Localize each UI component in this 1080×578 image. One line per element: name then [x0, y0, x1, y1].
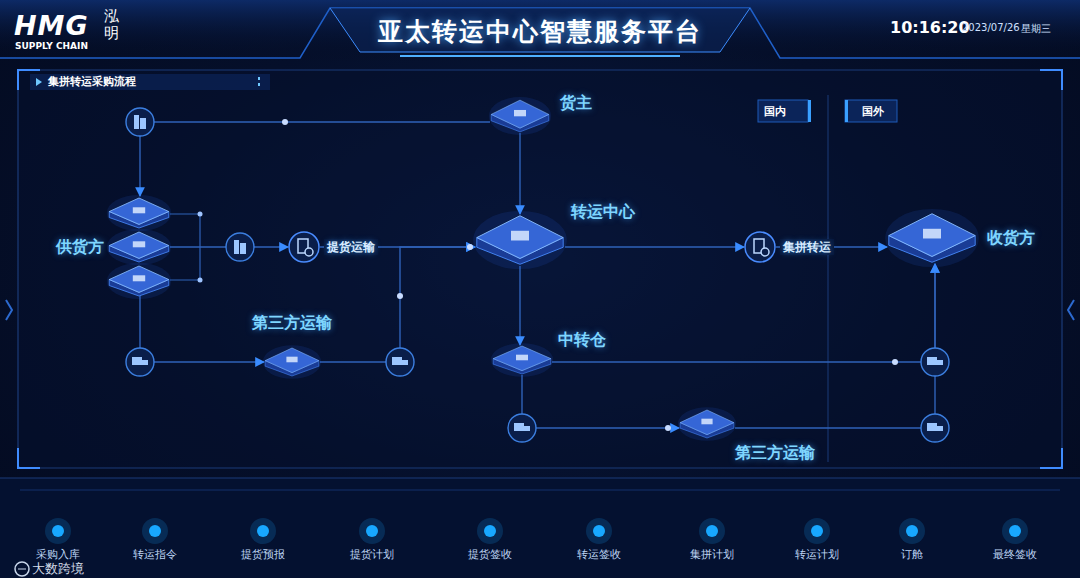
label-text: 采购入库	[18, 548, 98, 562]
label-text: 提货预报	[223, 548, 303, 562]
label-text: 大数跨境	[32, 561, 84, 577]
node-shape	[744, 231, 776, 263]
label-text: 10:16:20	[890, 18, 970, 37]
label-text: 提货计划	[332, 548, 412, 562]
platform-node: 货主	[490, 99, 550, 133]
platform-node: 供货方	[108, 196, 170, 296]
label-text: 国内	[764, 104, 786, 119]
label-text: 星期三	[1021, 22, 1051, 36]
label-text: 国外	[862, 104, 884, 119]
node-label: 供货方	[56, 237, 104, 257]
node-label: 货主	[560, 93, 592, 113]
label-text: 转运计划	[777, 548, 857, 562]
node-shape	[108, 196, 170, 296]
node-label: 转运中心	[571, 202, 635, 222]
node-shape	[475, 214, 565, 266]
flow-connector	[522, 375, 679, 428]
label-text: 转运指令	[115, 548, 195, 562]
label-text: 最终签收	[975, 548, 1055, 562]
label-text: 2023/07/26	[962, 22, 1020, 33]
label-text: 转运签收	[559, 548, 639, 562]
node-shape	[887, 212, 977, 264]
node-shape	[492, 345, 552, 375]
node-label: 集拼转运	[780, 239, 834, 255]
flow-connector	[320, 247, 475, 362]
label-text: 泓明	[104, 8, 119, 41]
platform-node: 中转仓	[492, 345, 552, 375]
icon-node: 集拼转运	[744, 231, 776, 263]
label-text: 集拼计划	[672, 548, 752, 562]
node-label: 中转仓	[558, 330, 606, 350]
node-label: 第三方运输	[252, 313, 332, 333]
flow-connector	[519, 266, 520, 345]
node-label: 收货方	[987, 228, 1035, 248]
page-title: 亚太转运中心智慧服务平台	[340, 16, 740, 48]
node-shape	[264, 347, 320, 377]
label-text: SUPPLY CHAIN	[15, 41, 88, 51]
label-text: 提货签收	[450, 548, 530, 562]
platform-node: 第三方运输	[264, 347, 320, 377]
platform-node: 第三方运输	[679, 409, 735, 439]
label-text: 订舱	[872, 548, 952, 562]
platform-node: 收货方	[887, 212, 977, 264]
icon-node: 提货运输	[288, 231, 320, 263]
flow-connector	[140, 122, 490, 196]
flow-connector	[140, 296, 264, 362]
node-label: 提货运输	[324, 239, 378, 255]
node-shape	[288, 231, 320, 263]
flow-connector	[552, 264, 935, 362]
flow-connector	[735, 264, 935, 428]
platform-node: 转运中心	[475, 214, 565, 266]
node-label: 第三方运输	[735, 443, 815, 463]
label-text: 集拼转运采购流程	[48, 75, 136, 89]
node-shape	[679, 409, 735, 439]
flow-connector	[519, 133, 520, 214]
label-text: HMG	[14, 10, 89, 41]
flow-connector	[565, 246, 744, 247]
node-shape	[490, 99, 550, 133]
